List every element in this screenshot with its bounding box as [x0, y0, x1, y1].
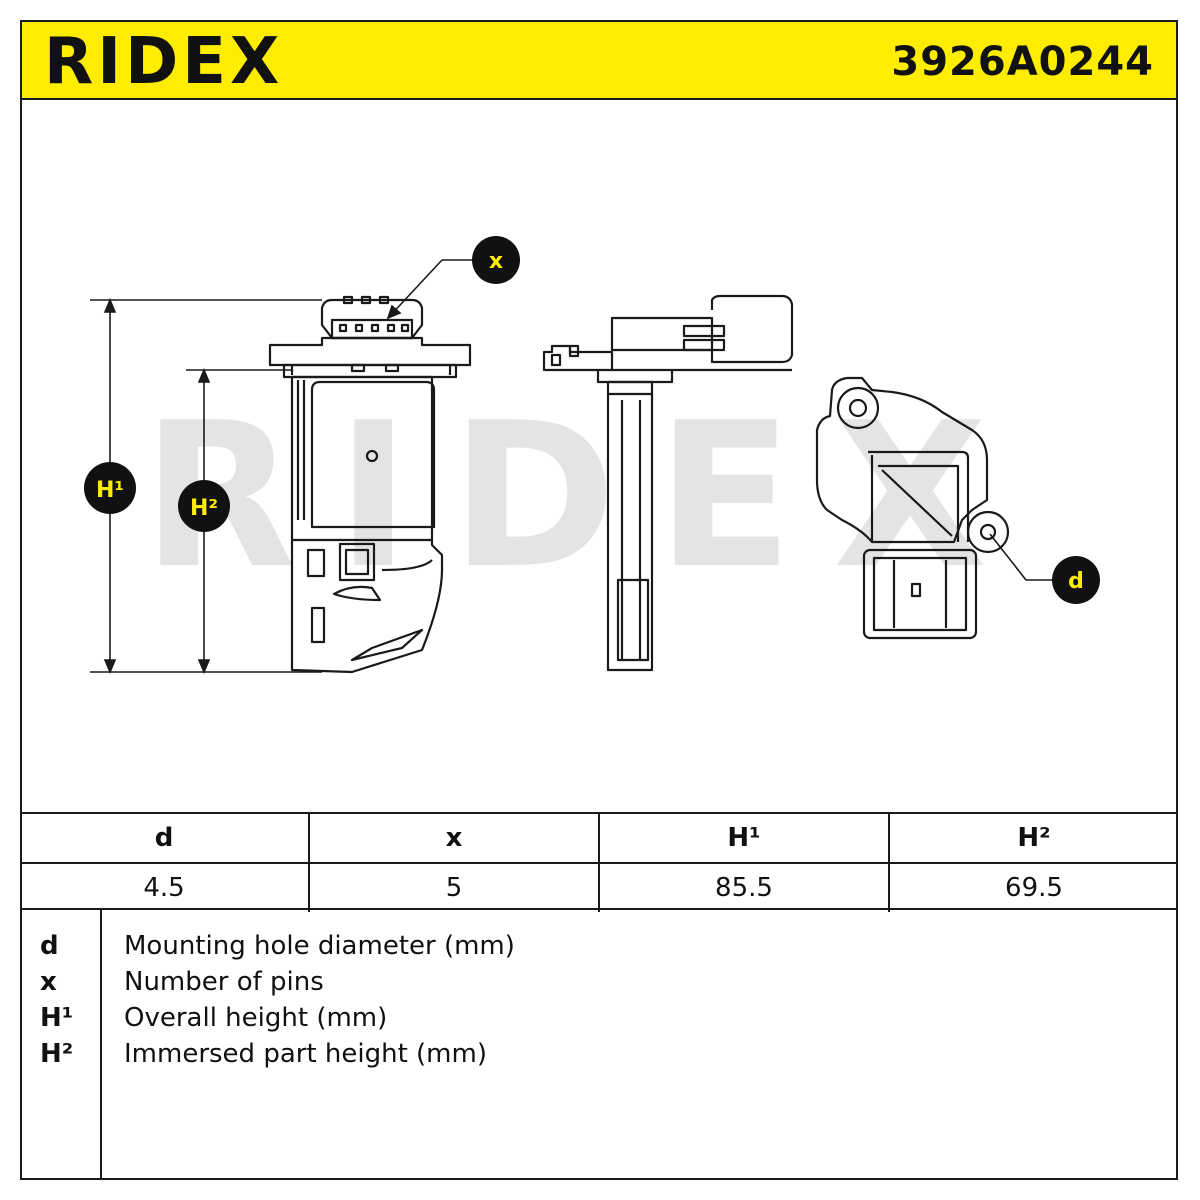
callout-h2-label: H²	[190, 496, 218, 521]
spec-value-d: 4.5	[143, 873, 185, 903]
callout-h2: H²	[178, 480, 230, 532]
callout-x-label: x	[489, 249, 503, 274]
spec-header-h2: H²	[888, 814, 1178, 862]
spec-value-h1: 85.5	[598, 864, 888, 912]
technical-drawing: RIDEX	[84, 236, 1100, 675]
callout-h1-label: H¹	[96, 478, 124, 503]
callout-h1: H¹	[84, 462, 136, 514]
legend-item: H² Immersed part height (mm)	[20, 1036, 1178, 1072]
legend-description: Overall height (mm)	[124, 1003, 388, 1033]
spec-value-h2: 69.5	[888, 864, 1178, 912]
spec-table-value-row: 4.5 5 85.5 69.5	[20, 862, 1178, 912]
legend-item: H¹ Overall height (mm)	[20, 1000, 1178, 1036]
spec-value-x: 5	[308, 864, 598, 912]
watermark: RIDEX	[142, 380, 1027, 613]
legend-symbol: d	[40, 931, 59, 961]
legend-divider	[100, 910, 102, 1180]
brand-logo: RIDEX	[44, 25, 284, 99]
legend-item: d Mounting hole diameter (mm)	[20, 928, 1178, 964]
spec-table: d x H¹ H² 4.5 5 85.5 69.5	[20, 812, 1178, 912]
spec-header-d: d	[154, 823, 174, 853]
callout-d: d	[1052, 556, 1100, 604]
legend-symbol: x	[40, 967, 57, 997]
part-number: 3926A0244	[891, 39, 1154, 85]
spec-header-x: x	[308, 814, 598, 862]
legend-description: Mounting hole diameter (mm)	[124, 931, 515, 961]
callout-d-label: d	[1068, 569, 1084, 594]
legend-symbol: H¹	[40, 1003, 74, 1033]
legend: d Mounting hole diameter (mm) x Number o…	[20, 910, 1178, 1180]
sensor-front-view	[268, 295, 472, 674]
legend-symbol: H²	[40, 1039, 74, 1069]
header-bar: RIDEX 3926A0244	[20, 20, 1178, 100]
legend-description: Number of pins	[124, 967, 324, 997]
legend-description: Immersed part height (mm)	[124, 1039, 487, 1069]
spec-header-h1: H¹	[598, 814, 888, 862]
callout-x: x	[472, 236, 520, 284]
sensor-side-view	[542, 294, 794, 672]
legend-item: x Number of pins	[20, 964, 1178, 1000]
spec-table-header-row: d x H¹ H²	[20, 814, 1178, 862]
sensor-top-view	[815, 376, 1010, 640]
sheet-frame	[20, 20, 1178, 1180]
